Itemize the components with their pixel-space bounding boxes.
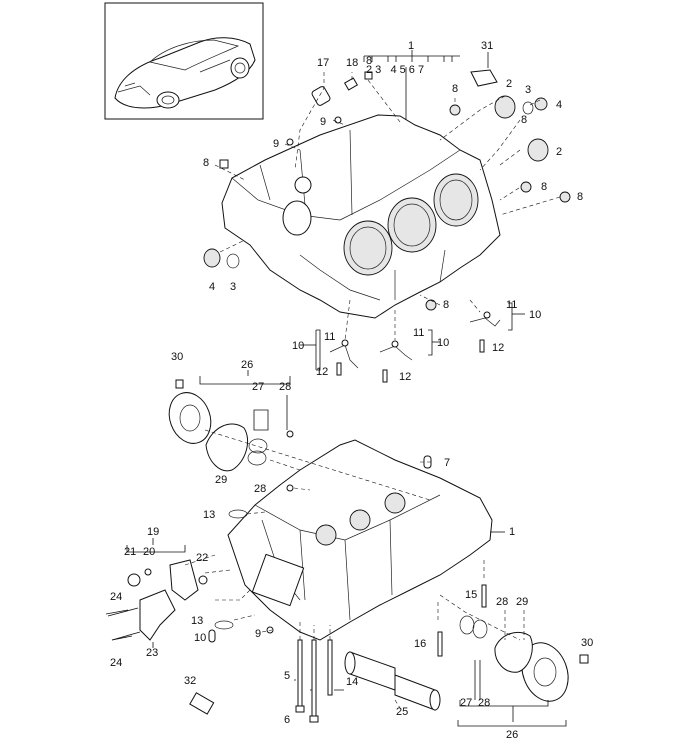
callout-11: 11 — [324, 331, 335, 343]
callout-23: 23 — [146, 647, 158, 659]
callout-3: 3 — [230, 281, 236, 293]
vehicle-thumbnail — [104, 2, 264, 120]
leader-lines — [105, 50, 567, 727]
callout-32: 32 — [184, 675, 196, 687]
callout-11: 11 — [506, 299, 517, 311]
oil-spray-nozzles — [329, 311, 501, 383]
callout-9: 9 — [320, 116, 326, 128]
callout-24: 24 — [110, 657, 122, 669]
callout-7: 7 — [444, 457, 450, 469]
callout-26: 26 — [241, 359, 253, 371]
callout-8: 8 — [541, 181, 547, 193]
callout-10: 10 — [437, 337, 449, 349]
callout-8: 8 — [443, 299, 449, 311]
upper-crankcase-half — [221, 114, 501, 319]
callout-3: 3 — [525, 84, 531, 96]
callout-16: 16 — [414, 638, 426, 650]
callout-13: 13 — [191, 615, 203, 627]
callout-1: 1 — [408, 40, 414, 52]
oil-pump-assembly — [107, 559, 208, 641]
callout-27: 27 — [252, 381, 264, 393]
callout-10: 10 — [292, 340, 304, 352]
callout-28: 28 — [478, 697, 490, 709]
callout-4: 4 — [209, 281, 215, 293]
callout-14: 14 — [346, 676, 358, 688]
right-cover-assembly — [459, 615, 589, 702]
callout-20: 20 — [143, 546, 155, 558]
callout-4: 4 — [556, 99, 562, 111]
callout-19: 19 — [147, 526, 159, 538]
callout-27: 27 — [460, 697, 472, 709]
callout-15: 15 — [465, 589, 477, 601]
callout-28: 28 — [254, 483, 266, 495]
lower-crankcase-half — [227, 439, 493, 641]
callout-12: 12 — [492, 342, 504, 354]
callout-8: 8 — [521, 114, 527, 126]
callout-30: 30 — [171, 351, 183, 363]
callout-25: 25 — [396, 706, 408, 718]
callout-12: 12 — [399, 371, 411, 383]
callout-30: 30 — [581, 637, 593, 649]
callout-10: 10 — [194, 632, 206, 644]
callout-5: 5 — [284, 670, 290, 682]
callout-8: 8 — [577, 191, 583, 203]
part-number-labels: 1 2 3 4 5 6 7 31 17 18 8 8 2 3 4 9 9 2 8… — [110, 40, 593, 741]
callout-9: 9 — [255, 628, 261, 640]
callout-1-group: 2 3 4 5 6 7 — [366, 64, 424, 76]
callout-6: 6 — [284, 714, 290, 726]
callout-8: 8 — [452, 83, 458, 95]
callout-28: 28 — [279, 381, 291, 393]
callout-17: 17 — [317, 57, 329, 69]
callout-13: 13 — [203, 509, 215, 521]
callout-28: 28 — [496, 596, 508, 608]
callout-21: 21 — [124, 546, 136, 558]
callout-8: 8 — [203, 157, 209, 169]
callout-2: 2 — [506, 78, 512, 90]
oil-pipe — [344, 651, 441, 711]
callout-8: 8 — [366, 55, 372, 67]
small-parts — [189, 69, 571, 715]
callout-1: 1 — [509, 526, 515, 538]
callout-24: 24 — [110, 591, 122, 603]
callout-10: 10 — [529, 309, 541, 321]
callout-26: 26 — [506, 729, 518, 741]
callout-2: 2 — [556, 146, 562, 158]
left-cover-assembly — [168, 379, 268, 472]
callout-12: 12 — [316, 366, 328, 378]
callout-29: 29 — [215, 474, 227, 486]
callout-18: 18 — [346, 57, 358, 69]
callout-9: 9 — [273, 138, 279, 150]
callout-11: 11 — [413, 327, 424, 339]
callout-29: 29 — [516, 596, 528, 608]
callout-22: 22 — [196, 552, 208, 564]
callout-31: 31 — [481, 40, 493, 52]
